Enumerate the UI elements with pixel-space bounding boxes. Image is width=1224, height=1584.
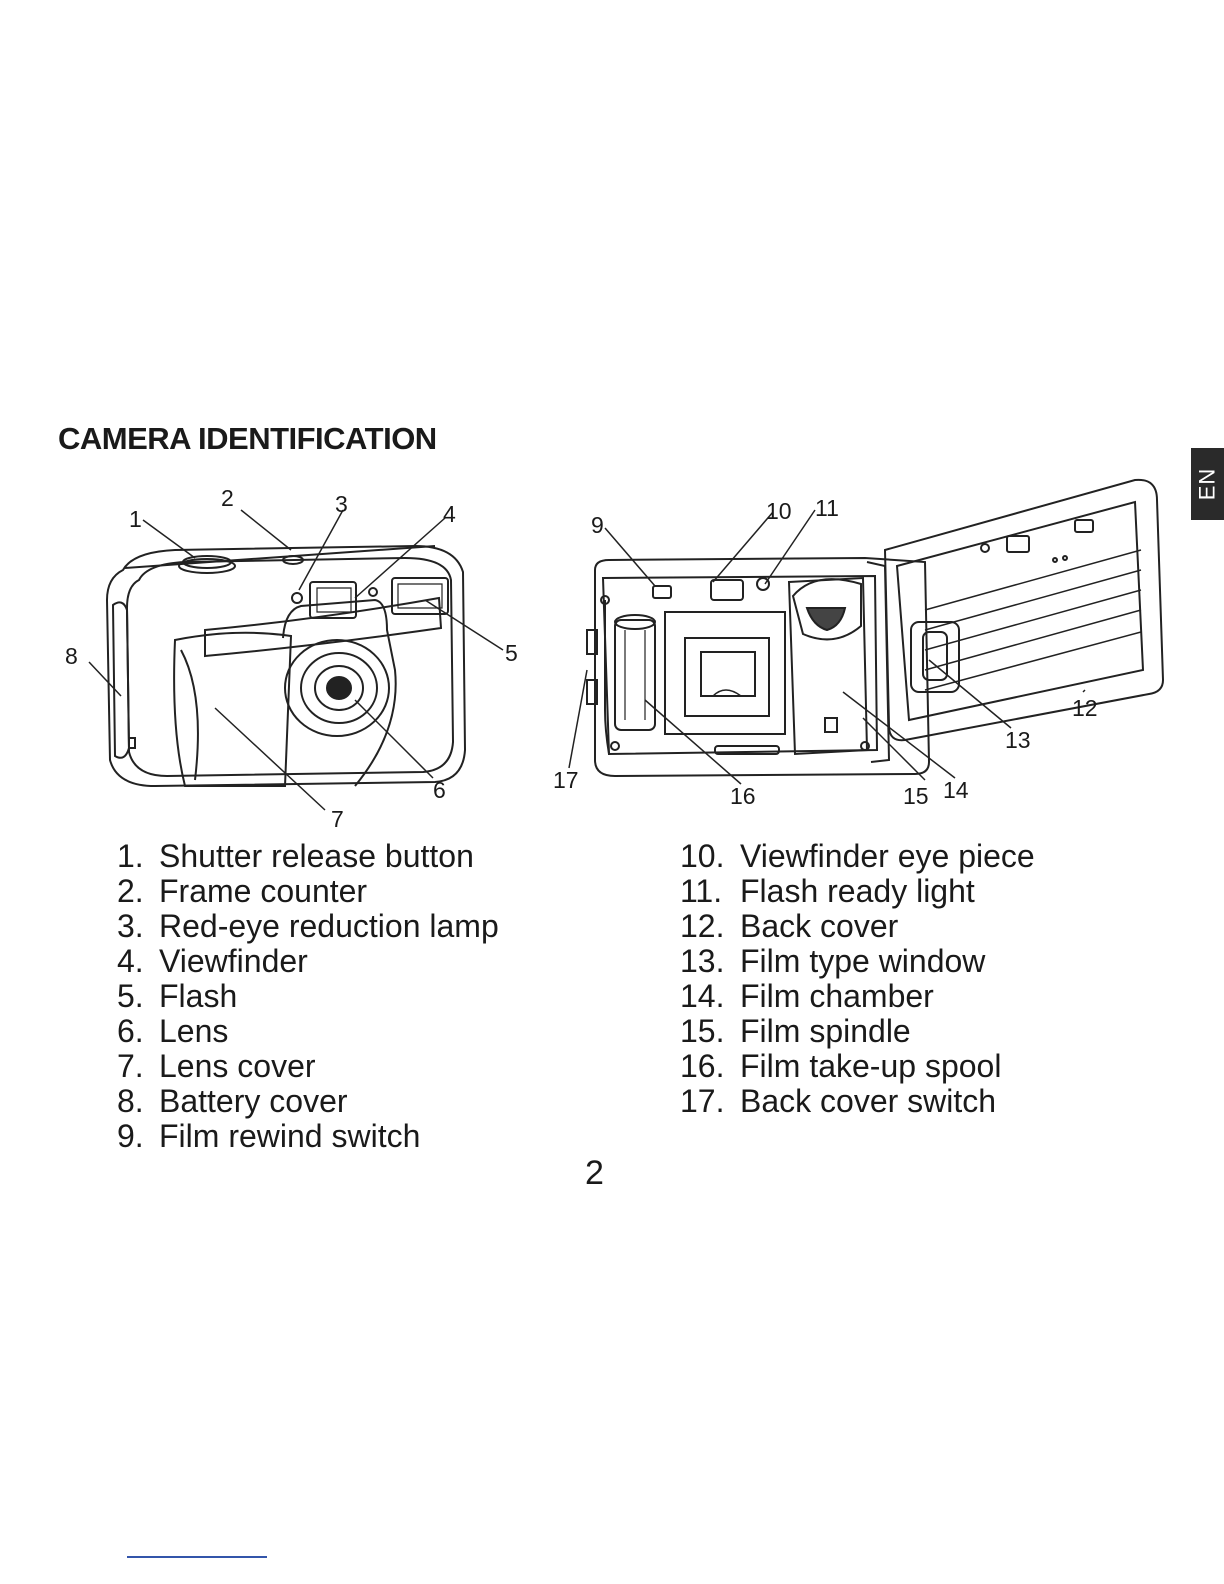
list-item: 14.Film chamber	[680, 978, 934, 1014]
list-item: 5.Flash	[117, 978, 238, 1014]
list-item: 7.Lens cover	[117, 1048, 316, 1084]
list-item: 11.Flash ready light	[680, 873, 975, 909]
list-item: 4.Viewfinder	[117, 943, 308, 979]
bottom-rule	[127, 1556, 267, 1558]
list-item: 9.Film rewind switch	[117, 1118, 421, 1154]
callout-13: 13	[1005, 727, 1031, 753]
parts-list-right: 10.Viewfinder eye piece 11.Flash ready l…	[680, 839, 1035, 1119]
callout-3: 3	[335, 491, 348, 517]
camera-back-illustration: 9 10 11 12 13 14 15 16 17	[553, 478, 1165, 809]
callout-12: 12	[1072, 695, 1098, 721]
list-item: 16.Film take-up spool	[680, 1048, 1002, 1084]
list-item: 12.Back cover	[680, 908, 899, 944]
list-item: 10.Viewfinder eye piece	[680, 838, 1035, 874]
callout-9: 9	[591, 512, 604, 538]
callout-8: 8	[65, 643, 78, 669]
callout-2: 2	[221, 485, 234, 511]
language-tab-label: EN	[1194, 467, 1220, 501]
list-item: 1.Shutter release button	[117, 838, 474, 874]
callout-5: 5	[505, 640, 518, 666]
callout-7: 7	[331, 806, 344, 832]
callout-14: 14	[943, 777, 969, 803]
list-item: 3.Red-eye reduction lamp	[117, 908, 499, 944]
list-item: 17.Back cover switch	[680, 1083, 997, 1119]
camera-front-illustration: 1 2 3 4 5 8 6 7	[65, 485, 518, 832]
list-item: 2.Frame counter	[117, 873, 368, 909]
callout-10: 10	[766, 498, 792, 524]
parts-list-left: 1.Shutter release button 2.Frame counter…	[117, 839, 499, 1154]
page-number: 2	[585, 1154, 604, 1192]
list-item: 13.Film type window	[680, 943, 986, 979]
list-item: 15.Film spindle	[680, 1013, 911, 1049]
language-tab: EN	[1191, 448, 1224, 520]
callout-1: 1	[129, 506, 142, 532]
page-title: CAMERA IDENTIFICATION	[58, 421, 437, 456]
callout-4: 4	[443, 501, 456, 527]
list-item: 6.Lens	[117, 1013, 229, 1049]
list-item: 8.Battery cover	[117, 1083, 348, 1119]
callout-6: 6	[433, 777, 446, 803]
callout-15: 15	[903, 783, 929, 809]
callout-16: 16	[730, 783, 756, 809]
callout-11: 11	[815, 495, 839, 521]
callout-17: 17	[553, 767, 579, 793]
